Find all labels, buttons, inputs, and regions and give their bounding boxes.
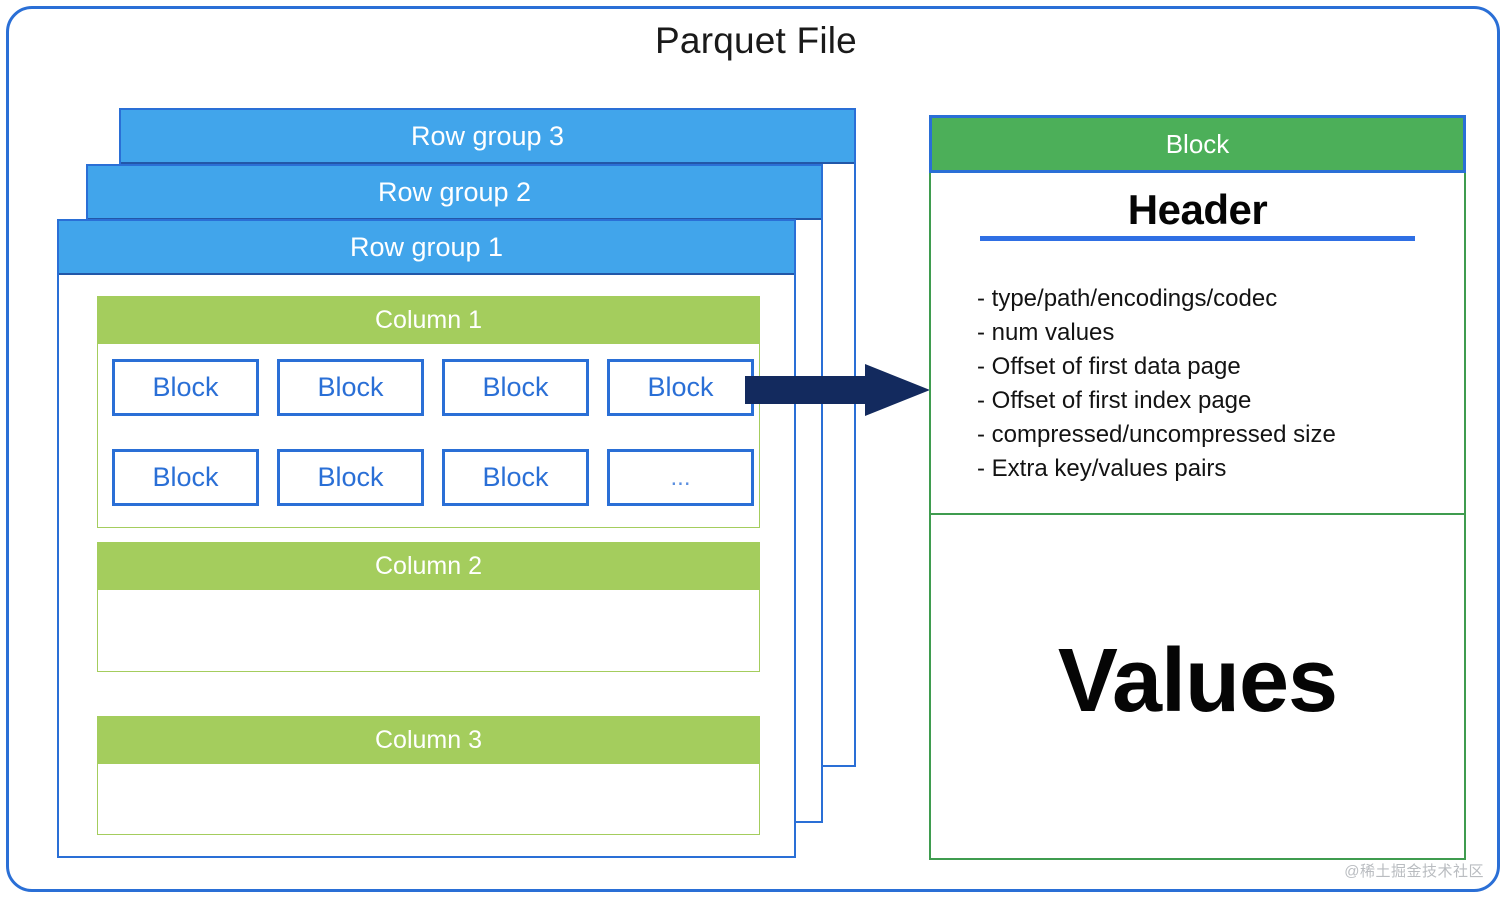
column-box-2[interactable]: Column 2 — [97, 542, 760, 672]
block-cell[interactable]: Block — [607, 359, 754, 416]
header-field-item: - type/path/encodings/codec — [977, 285, 1278, 312]
block-detail-band: Block — [929, 115, 1466, 173]
column-label-2: Column 2 — [98, 543, 759, 590]
header-field-item: - num values — [977, 319, 1115, 346]
block-cell[interactable]: Block — [112, 359, 259, 416]
block-grid: Block Block Block Block Block Block Bloc… — [97, 359, 760, 523]
block-cell[interactable]: Block — [277, 449, 424, 506]
block-cell-ellipsis[interactable]: ... — [607, 449, 754, 506]
header-field-item: - Offset of first data page — [977, 353, 1241, 380]
row-group-label-2: Row group 2 — [88, 166, 821, 220]
header-field-item: - Extra key/values pairs — [977, 455, 1227, 482]
watermark: @稀土掘金技术社区 — [1344, 863, 1484, 880]
block-cell[interactable]: Block — [277, 359, 424, 416]
column-box-3[interactable]: Column 3 — [97, 716, 760, 835]
values-section-title: Values — [1057, 631, 1338, 731]
header-field-list: - type/path/encodings/codec - num values… — [977, 282, 1457, 486]
header-field-item: - compressed/uncompressed size — [977, 421, 1336, 448]
column-label-3: Column 3 — [98, 717, 759, 764]
page-title: Parquet File — [655, 20, 857, 61]
header-field-item: - Offset of first index page — [977, 387, 1252, 414]
parquet-file-frame — [6, 6, 1500, 892]
column-label-1: Column 1 — [98, 297, 759, 344]
row-group-label-3: Row group 3 — [121, 110, 854, 164]
right-arrow-icon — [745, 364, 930, 416]
panel-section-divider — [929, 513, 1466, 515]
block-cell[interactable]: Block — [442, 449, 589, 506]
header-divider — [980, 236, 1415, 241]
header-section-title: Header — [1127, 186, 1268, 233]
row-group-label-1: Row group 1 — [59, 221, 794, 275]
block-cell[interactable]: Block — [112, 449, 259, 506]
block-cell[interactable]: Block — [442, 359, 589, 416]
